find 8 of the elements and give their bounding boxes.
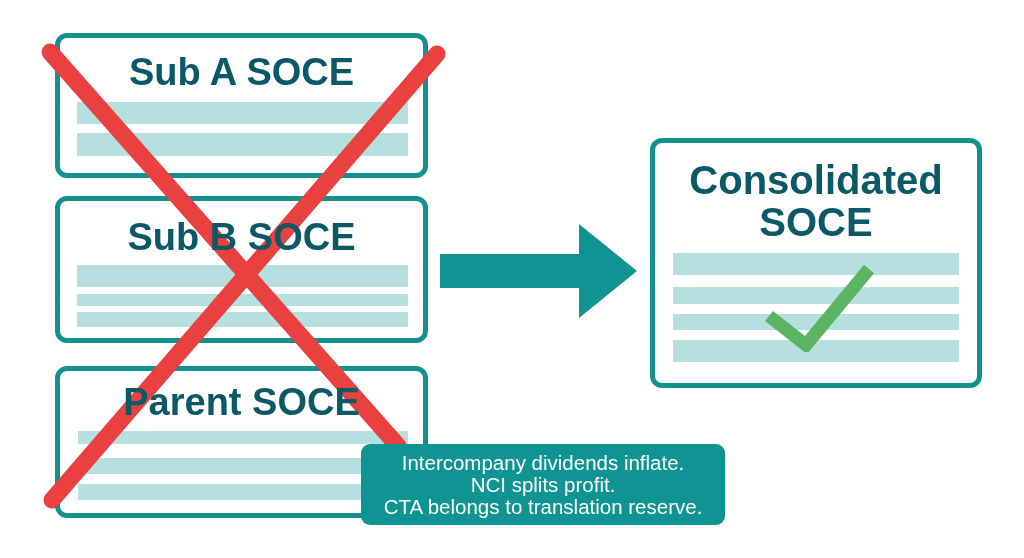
statement-card — [650, 138, 982, 388]
statement-card — [55, 33, 428, 178]
card-title: Consolidated SOCE — [689, 159, 943, 243]
note-tooltip — [361, 444, 725, 525]
note-text: CTA belongs to translation reserve. — [383, 496, 703, 518]
note-text: Intercompany dividends inflate. — [401, 452, 685, 474]
note-text: NCI splits profit. — [470, 474, 616, 496]
card-title: Sub A SOCE — [128, 50, 355, 94]
